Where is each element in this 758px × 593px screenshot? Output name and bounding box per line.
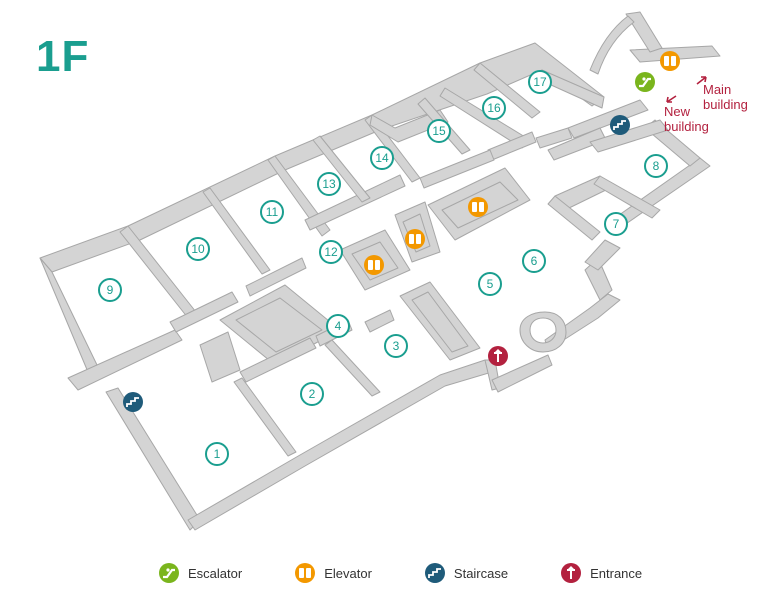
room-2-label: 2 xyxy=(309,387,316,401)
room-3-marker[interactable]: 3 xyxy=(384,334,408,358)
map-facilities xyxy=(123,51,680,412)
room-5-label: 5 xyxy=(487,277,494,291)
room-9-label: 9 xyxy=(107,283,114,297)
legend-label: Staircase xyxy=(453,565,509,581)
elevator-icon[interactable] xyxy=(468,197,488,217)
legend-label: Escalator xyxy=(188,565,243,581)
room-6-marker[interactable]: 6 xyxy=(522,249,546,273)
room-8-marker[interactable]: 8 xyxy=(644,154,668,178)
room-markers: 1 2 3 4 5 6 7 8 9 10 11 12 13 14 15 16 1… xyxy=(98,70,668,466)
room-9-marker[interactable]: 9 xyxy=(98,278,122,302)
escalator-icon xyxy=(159,563,179,583)
room-16-marker[interactable]: 16 xyxy=(482,96,506,120)
room-7-label: 7 xyxy=(613,217,620,231)
floor-title: 1F xyxy=(36,32,90,81)
room-16-label: 16 xyxy=(487,101,501,115)
room-10-marker[interactable]: 10 xyxy=(186,237,210,261)
legend-label: Entrance xyxy=(590,565,643,581)
room-10-label: 10 xyxy=(191,242,205,256)
room-17-label: 17 xyxy=(533,75,547,89)
new-building-label: New building xyxy=(664,104,709,134)
room-17-marker[interactable]: 17 xyxy=(528,70,552,94)
elevator-icon[interactable] xyxy=(660,51,680,71)
room-4-label: 4 xyxy=(335,319,342,333)
room-8-label: 8 xyxy=(653,159,660,173)
main-building-arrow xyxy=(696,76,707,85)
room-14-label: 14 xyxy=(375,151,389,165)
entrance-icon xyxy=(561,563,582,583)
elevator-icon[interactable] xyxy=(364,255,384,275)
room-12-marker[interactable]: 12 xyxy=(319,240,343,264)
new-building-arrow xyxy=(666,95,677,103)
room-15-marker[interactable]: 15 xyxy=(427,119,451,143)
legend-item-escalator: Escalator xyxy=(158,562,242,584)
legend-item-entrance: Entrance xyxy=(560,562,642,584)
room-13-label: 13 xyxy=(322,177,336,191)
legend-item-staircase: Staircase xyxy=(424,562,508,584)
entrance-icon[interactable] xyxy=(488,346,508,366)
room-6-label: 6 xyxy=(531,254,538,268)
staircase-icon[interactable] xyxy=(123,392,143,412)
staircase-icon[interactable] xyxy=(610,115,630,135)
building-labels: New building Main building xyxy=(664,76,748,134)
legend: Escalator Elevator Staircase Entrance xyxy=(158,562,694,584)
room-3-label: 3 xyxy=(393,339,400,353)
room-14-marker[interactable]: 14 xyxy=(370,146,394,170)
elevator-icon[interactable] xyxy=(405,229,425,249)
room-4-marker[interactable]: 4 xyxy=(326,314,350,338)
escalator-icon[interactable] xyxy=(635,72,655,92)
room-13-marker[interactable]: 13 xyxy=(317,172,341,196)
room-1-marker[interactable]: 1 xyxy=(205,442,229,466)
room-1-label: 1 xyxy=(214,447,221,461)
room-2-marker[interactable]: 2 xyxy=(300,382,324,406)
room-11-label: 11 xyxy=(266,205,279,219)
elevator-icon xyxy=(295,563,316,583)
room-7-marker[interactable]: 7 xyxy=(604,212,628,236)
legend-label: Elevator xyxy=(324,565,372,581)
room-15-label: 15 xyxy=(432,124,446,138)
legend-item-elevator: Elevator xyxy=(294,562,372,584)
room-12-label: 12 xyxy=(324,245,338,259)
room-5-marker[interactable]: 5 xyxy=(478,272,502,296)
staircase-icon xyxy=(424,563,445,583)
room-11-marker[interactable]: 11 xyxy=(260,200,284,224)
main-building-label: Main building xyxy=(703,82,748,112)
